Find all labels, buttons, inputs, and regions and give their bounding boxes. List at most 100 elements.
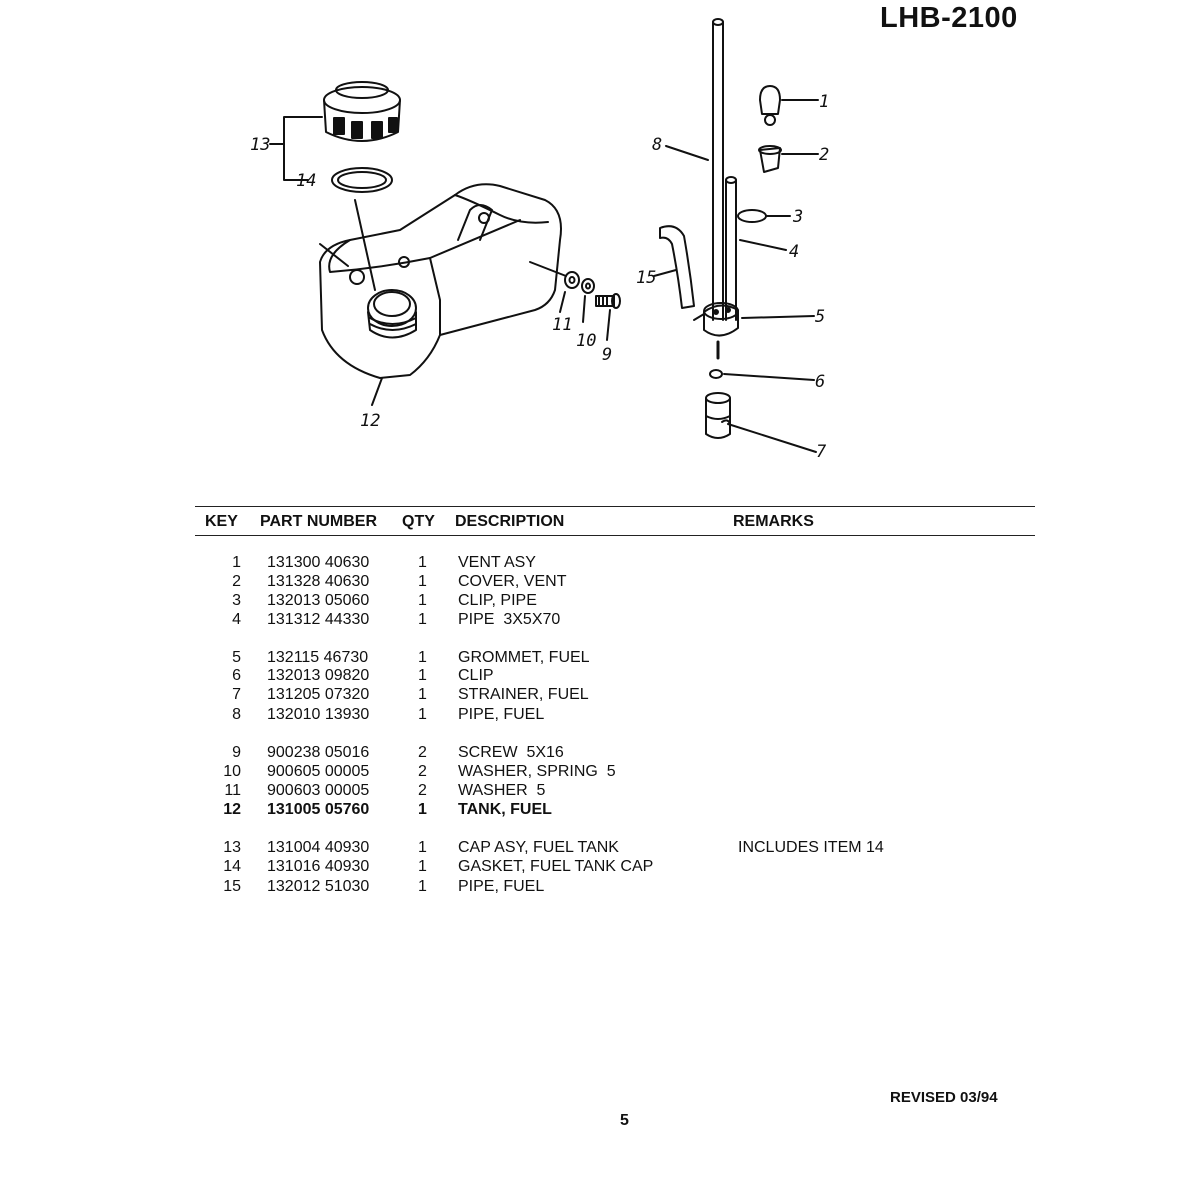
table-row: 15 132012 51030 1 PIPE, FUEL [0,878,1200,897]
row-qty: 1 [418,686,427,703]
row-qty: 1 [418,858,427,875]
row-qty: 2 [418,744,427,761]
callout-12: 12 [360,411,380,431]
row-qty: 1 [418,611,427,628]
callout-10: 10 [576,331,596,351]
row-key: 2 [232,573,241,590]
row-part-number: 131300 40630 [267,554,370,571]
table-row: 5 132115 46730 1 GROMMET, FUEL [0,649,1200,668]
model-number: LHB-2100 [880,2,1018,34]
header-part-number: PART NUMBER [260,513,378,530]
row-description: STRAINER, FUEL [458,686,589,703]
row-key: 8 [232,706,241,723]
row-part-number: 132013 09820 [267,667,370,684]
callout-6: 6 [815,372,825,392]
table-row: 9 900238 05016 2 SCREW 5X16 [0,744,1200,763]
row-key: 4 [232,611,241,628]
row-description: PIPE, FUEL [458,878,545,895]
table-row: 7 131205 07320 1 STRAINER, FUEL [0,686,1200,705]
row-description: SCREW 5X16 [458,744,564,761]
table-row: 13 131004 40930 1 CAP ASY, FUEL TANK INC… [0,839,1200,858]
table-row: 14 131016 40930 1 GASKET, FUEL TANK CAP [0,858,1200,877]
header-description: DESCRIPTION [455,513,565,530]
table-row: 4 131312 44330 1 PIPE 3X5X70 [0,611,1200,630]
row-qty: 2 [418,782,427,799]
row-description: GASKET, FUEL TANK CAP [458,858,654,875]
revision-date: REVISED 03/94 [890,1089,998,1106]
row-qty: 2 [418,763,427,780]
table-row: 12 131005 05760 1 TANK, FUEL [0,801,1200,820]
row-description: WASHER, SPRING 5 [458,763,616,780]
table-row: 6 132013 09820 1 CLIP [0,667,1200,686]
row-part-number: 132115 46730 [267,649,369,666]
row-key: 12 [223,801,241,818]
row-qty: 1 [418,801,427,818]
table-row: 11 900603 00005 2 WASHER 5 [0,782,1200,801]
row-key: 15 [223,878,241,895]
row-part-number: 131005 05760 [267,801,370,818]
callout-1: 1 [819,92,829,112]
row-key: 6 [232,667,241,684]
row-part-number: 132012 51030 [267,878,370,895]
callout-15: 15 [636,268,656,288]
row-key: 3 [232,592,241,609]
callout-5: 5 [815,307,825,327]
row-part-number: 131312 44330 [267,611,370,628]
row-key: 5 [232,649,241,666]
row-key: 10 [223,763,241,780]
row-key: 11 [224,782,241,799]
table-row: 10 900605 00005 2 WASHER, SPRING 5 [0,763,1200,782]
row-part-number: 132013 05060 [267,592,370,609]
table-row: 2 131328 40630 1 COVER, VENT [0,573,1200,592]
row-part-number: 132010 13930 [267,706,370,723]
callout-7: 7 [816,442,827,462]
callout-9: 9 [602,345,612,365]
table-row: 1 131300 40630 1 VENT ASY [0,554,1200,573]
row-part-number: 131205 07320 [267,686,370,703]
callout-3: 3 [792,207,803,227]
row-qty: 1 [418,592,427,609]
row-qty: 1 [418,649,427,666]
row-description: COVER, VENT [458,573,567,590]
row-description: CAP ASY, FUEL TANK [458,839,619,856]
row-qty: 1 [418,667,427,684]
callout-8: 8 [652,135,662,155]
row-part-number: 131004 40930 [267,839,370,856]
row-key: 1 [232,554,241,571]
row-description: GROMMET, FUEL [458,649,590,666]
row-key: 9 [232,744,241,761]
table-top-rule [195,506,1035,507]
callout-2: 2 [819,145,829,165]
row-qty: 1 [418,878,427,895]
row-description: PIPE 3X5X70 [458,611,561,628]
fuel-tank-cap-part [323,81,401,142]
row-description: CLIP [458,667,494,684]
header-key: KEY [205,513,238,530]
callout-14: 14 [296,171,316,191]
callout-4: 4 [789,242,799,262]
header-remarks: REMARKS [733,513,814,530]
row-remarks: INCLUDES ITEM 14 [738,839,884,856]
row-qty: 1 [418,839,427,856]
fuel-tank-part [319,183,562,379]
row-qty: 1 [418,706,427,723]
row-qty: 1 [418,554,427,571]
row-part-number: 900605 00005 [267,763,370,780]
row-key: 13 [223,839,241,856]
callout-11: 11 [552,315,572,335]
row-description: CLIP, PIPE [458,592,537,609]
callout-13: 13 [250,135,270,155]
table-row: 8 132010 13930 1 PIPE, FUEL [0,706,1200,725]
row-part-number: 900603 00005 [267,782,370,799]
header-qty: QTY [402,513,435,530]
row-key: 7 [232,686,241,703]
gasket-part [331,167,393,193]
exploded-parts-diagram: 1 2 3 4 5 6 7 8 9 10 11 12 13 14 15 [250,18,829,462]
table-row: 3 132013 05060 1 CLIP, PIPE [0,592,1200,611]
row-part-number: 900238 05016 [267,744,370,761]
row-description: VENT ASY [458,554,536,571]
row-description: WASHER 5 [458,782,546,799]
row-part-number: 131328 40630 [267,573,370,590]
row-qty: 1 [418,573,427,590]
page-number: 5 [620,1112,629,1129]
